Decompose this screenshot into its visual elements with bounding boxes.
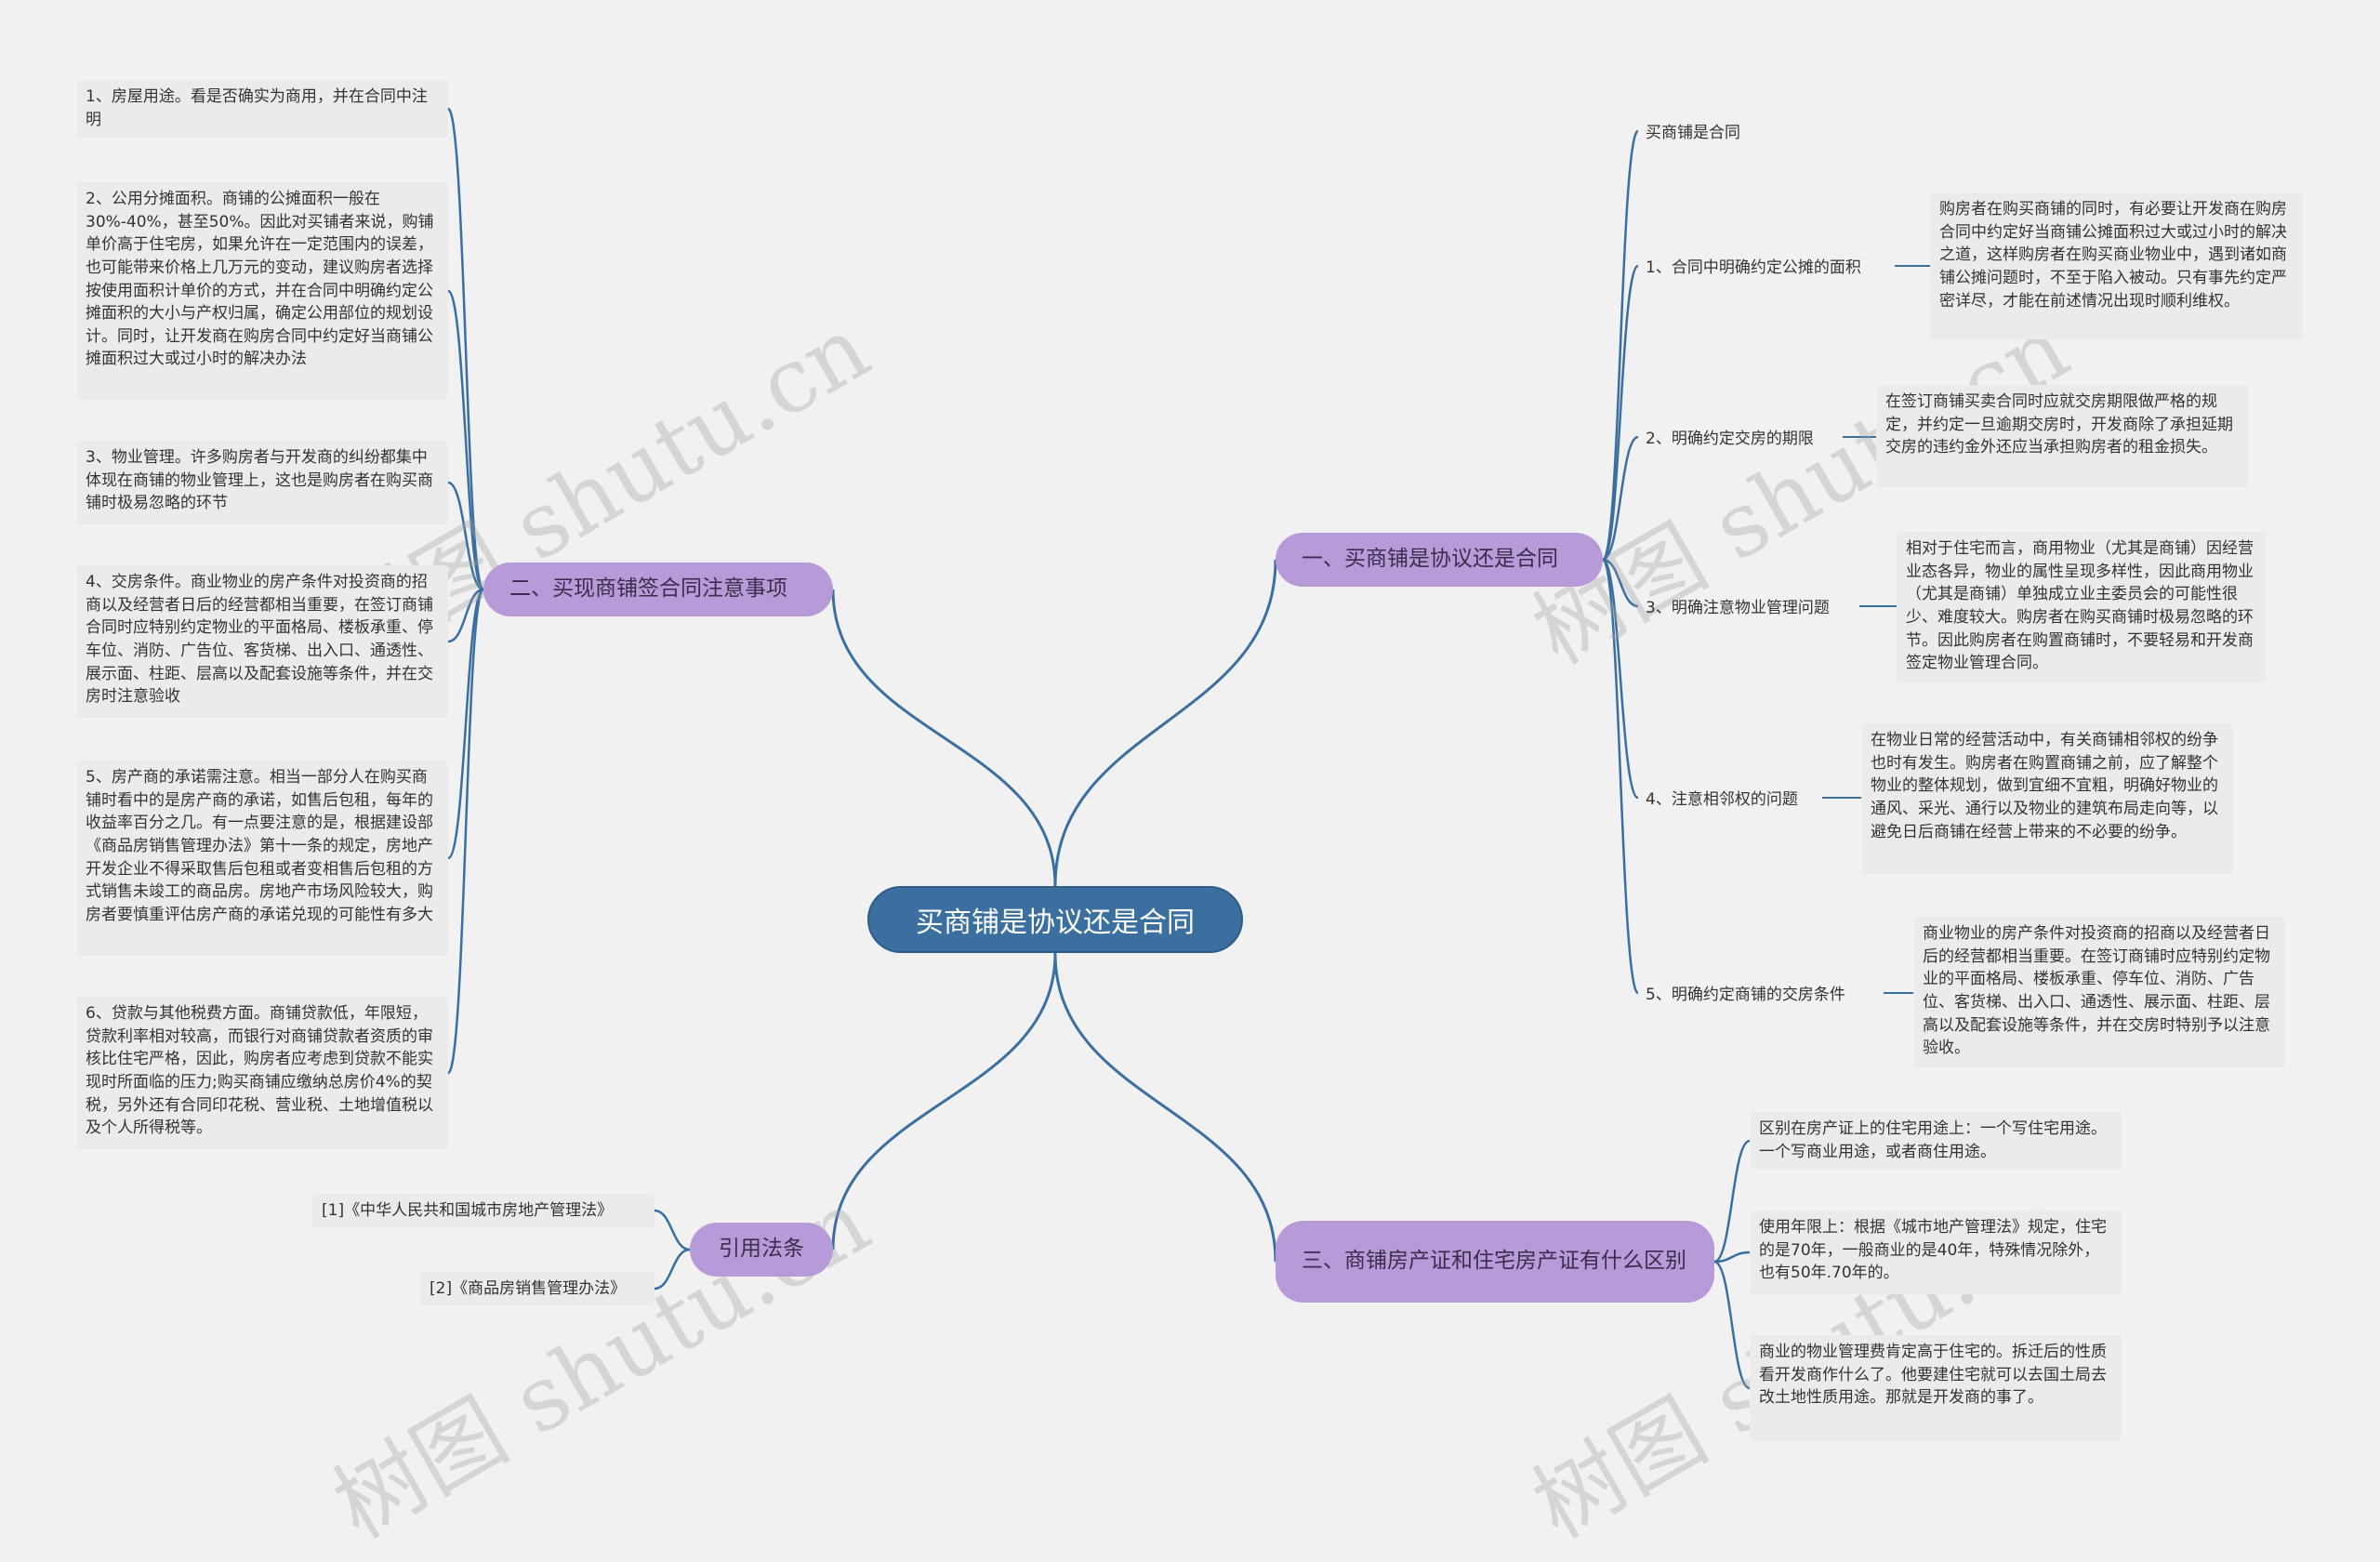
link-branch-3-item-2 — [1713, 1260, 1751, 1390]
link-branch-3-item-1 — [1713, 1251, 1751, 1264]
branch-3-item-1[interactable]: 使用年限上：根据《城市地产管理法》规定，住宅的是70年，一般商业的是40年，特殊… — [1750, 1211, 2122, 1294]
link-branch-2-item-3 — [447, 588, 484, 643]
branch-2-item-4[interactable]: 5、房产商的承诺需注意。相当一部分人在购买商铺时看中的是房产商的承诺，如售后包租… — [76, 761, 448, 956]
branch-2-item-0[interactable]: 1、房屋用途。看是否确实为商用，并在合同中注明 — [76, 80, 448, 138]
link-root-branch-2 — [831, 589, 1057, 887]
branch-4-item-0[interactable]: [1]《中华人民共和国城市房地产管理法》 — [312, 1194, 654, 1227]
link-branch-2-item-5 — [446, 588, 485, 1075]
branch-2-item-1[interactable]: 2、公用分摊面积。商铺的公摊面积一般在30%-40%，甚至50%。因此对买铺者来… — [76, 182, 448, 400]
branch-3-item-2[interactable]: 商业的物业管理费肯定高于住宅的。拆迁后的性质看开发商作什么了。他要建住宅就可以去… — [1750, 1335, 2122, 1441]
mindmap-canvas: 树图 shutu.cn 树图 shutu.cn 树图 shutu.cn 树图 s… — [76, 80, 2304, 1559]
link-branch-1-item-2 — [1602, 435, 1639, 562]
branch-2-item-5[interactable]: 6、贷款与其他税费方面。商铺贷款低，年限短，贷款利率相对较高，而银行对商铺贷款者… — [76, 997, 448, 1149]
branch-2-item-3[interactable]: 4、交房条件。商业物业的房产条件对投资商的招商以及经营者日后的经营都相当重要，在… — [76, 565, 448, 718]
branch-2-item-2[interactable]: 3、物业管理。许多购房者与开发商的纠纷都集中体现在商铺的物业管理上，这也是购房者… — [76, 441, 448, 524]
link-branch-2-item-4 — [446, 588, 485, 860]
link-branch-2-item-0 — [446, 107, 485, 591]
link-branch-2-item-1 — [446, 289, 485, 591]
branch-1-item-4[interactable]: 4、注意相邻权的问题 — [1646, 790, 1798, 809]
link-root-branch-3 — [1053, 952, 1277, 1263]
branch-1-item-5-detail: 商业物业的房产条件对投资商的招商以及经营者日后的经营都相当重要。在签订商铺时应特… — [1913, 917, 2285, 1067]
branch-4-item-1[interactable]: [2]《商品房销售管理办法》 — [420, 1272, 654, 1305]
connector-lines — [446, 107, 1930, 1390]
branch-1-item-1-detail: 购房者在购买商铺的同时，有必要让开发商在购房合同中约定好当商铺公摊面积过大或过小… — [1930, 192, 2304, 339]
branch-1-item-0[interactable]: 买商铺是合同 — [1646, 124, 1740, 142]
link-root-branch-1 — [1053, 559, 1277, 887]
branch-1-item-3-detail: 相对于住宅而言，商用物业（尤其是商铺）因经营业态各异，物业的属性呈现多样性，因此… — [1897, 532, 2267, 682]
link-branch-1-item-5 — [1601, 558, 1640, 995]
link-root-branch-4 — [831, 952, 1057, 1251]
link-branch-1-item-4 — [1601, 558, 1640, 800]
branch-1-item-2[interactable]: 2、明确约定交房的期限 — [1646, 430, 1814, 448]
link-branch-1-item-1 — [1601, 264, 1640, 562]
branch-2-topic[interactable]: 二、买现商铺签合同注意事项 — [483, 563, 833, 616]
link-branch-2-item-2 — [447, 481, 484, 591]
branch-1-item-4-detail: 在物业日常的经营活动中，有关商铺相邻权的纷争也时有发生。购房者在购置商铺之前，应… — [1861, 723, 2233, 874]
branch-1-topic[interactable]: 一、买商铺是协议还是合同 — [1276, 533, 1603, 587]
link-branch-1-item-3 — [1602, 558, 1639, 608]
branch-3-topic[interactable]: 三、商铺房产证和住宅房产证有什么区别 — [1276, 1221, 1714, 1303]
branch-3-item-0[interactable]: 区别在房产证上的住宅用途上：一个写住宅用途。一个写商业用途，或者商住用途。 — [1750, 1112, 2122, 1170]
link-branch-1-item-0 — [1601, 129, 1640, 562]
link-branch-3-item-0 — [1713, 1139, 1751, 1264]
branch-1-item-3[interactable]: 3、明确注意物业管理问题 — [1646, 599, 1830, 617]
link-branch-4-item-1 — [654, 1248, 691, 1291]
branch-1-item-5[interactable]: 5、明确约定商铺的交房条件 — [1646, 986, 1845, 1004]
root-topic[interactable]: 买商铺是协议还是合同 — [867, 886, 1243, 953]
branch-1-item-2-detail: 在签订商铺买卖合同时应就交房期限做严格的规定，并约定一旦逾期交房时，开发商除了承… — [1876, 385, 2248, 487]
branch-4-topic[interactable]: 引用法条 — [690, 1223, 833, 1277]
branch-1-item-1[interactable]: 1、合同中明确约定公摊的面积 — [1646, 258, 1861, 277]
link-branch-4-item-0 — [654, 1209, 691, 1251]
